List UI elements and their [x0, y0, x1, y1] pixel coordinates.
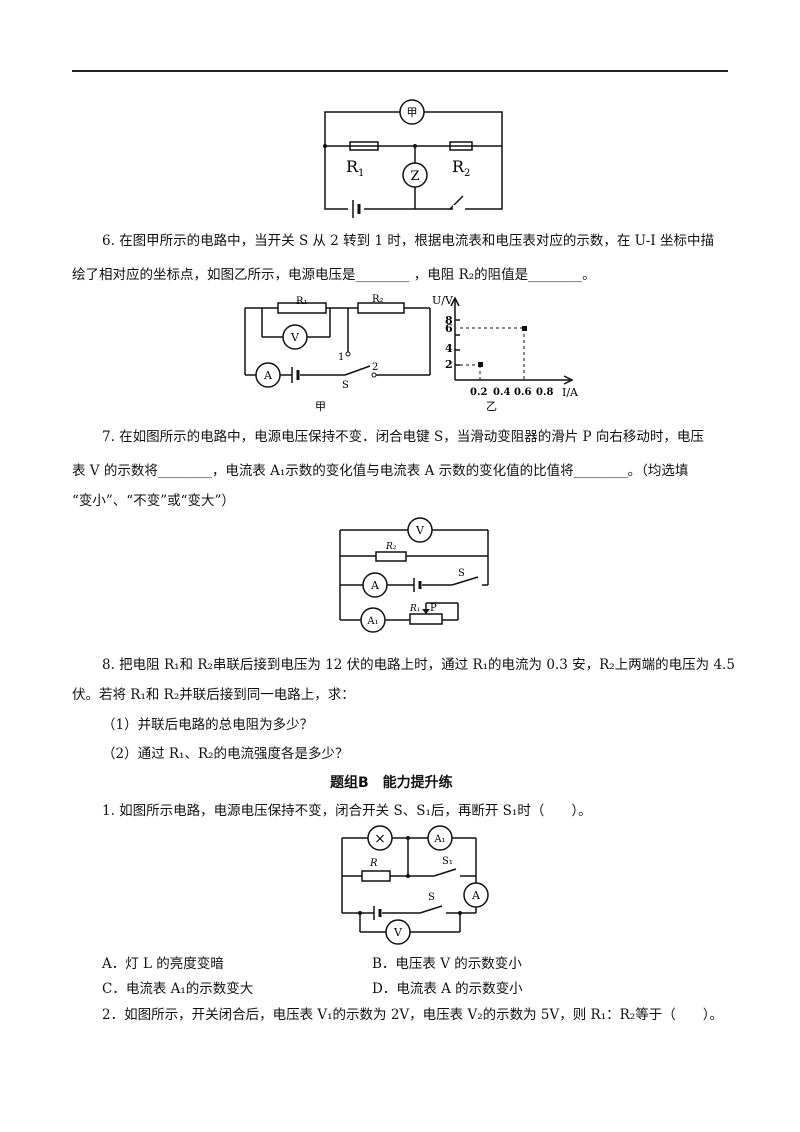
q6-y-tick-8: 8 — [445, 314, 453, 327]
r1-sub: 1 — [358, 168, 364, 179]
q6-r2-label: R₂ — [372, 294, 384, 305]
q7-rslider-label: R₁ — [409, 604, 420, 614]
q6-x-tick-04: 0.4 — [493, 387, 510, 398]
q6-pos2-label: 2 — [372, 362, 378, 373]
circuit-figure-1: 甲 Z R 1 R 2 — [323, 99, 503, 218]
r2-label: R — [452, 157, 465, 176]
q8-line-2: 伏。若将 R₁和 R₂并联后接到同一电路上，求： — [72, 687, 355, 703]
b1-ammeter-label: A — [471, 889, 481, 902]
q6-y-tick-2: 2 — [445, 358, 453, 371]
q7-line-1: 7. 在如图所示的电路中，电源电压保持不变．闭合电键 S，当滑动变阻器的滑片 P… — [102, 429, 704, 445]
b1-switch1-label: S₁ — [442, 856, 453, 867]
b1-switch-label: S — [428, 892, 435, 903]
q6-voltmeter-label: V — [290, 331, 300, 344]
q6-switch-label: S — [342, 380, 349, 391]
header-rule — [72, 70, 728, 72]
q6-line-2: 绘了相对应的坐标点，如图乙所示，电源电压是________ ，电阻 R₂的阻值是… — [72, 267, 596, 283]
b1-voltmeter-label: V — [393, 926, 403, 939]
q6-x-axis-label: I/A — [562, 386, 579, 399]
q7-switch-label: S — [458, 568, 465, 579]
q6-pos1-label: 1 — [338, 352, 344, 363]
b1-option-b: B．电压表 V 的示数变小 — [372, 956, 522, 972]
b1-option-d: D．电流表 A 的示数变小 — [372, 981, 523, 997]
q6-y-tick-6: 6 — [445, 322, 453, 335]
b1-stem: 1. 如图所示电路，电源电压保持不变，闭合开关 S、S₁后，再断开 S₁时（ ）… — [102, 803, 592, 819]
group-b-heading: 题组B 能力提升练 — [330, 775, 453, 791]
q6-caption-right: 乙 — [486, 400, 497, 413]
q6-x-tick-06: 0.6 — [514, 387, 531, 398]
r1-label: R — [346, 157, 359, 176]
q8-sub-2: （2）通过 R₁、R₂的电流强度各是多少？ — [102, 746, 349, 762]
q6-caption-left: 甲 — [315, 400, 326, 413]
b2-stem: 2．如图所示，开关闭合后，电压表 V₁的示数为 2V，电压表 V₂的示数为 5V… — [102, 1007, 723, 1023]
meter-jia-label: 甲 — [407, 106, 418, 119]
meter-z-label: Z — [410, 169, 419, 184]
b1-lamp-label: × — [374, 831, 386, 847]
q6-x-tick-08: 0.8 — [536, 387, 553, 398]
q7-slider-label: P — [430, 603, 437, 614]
q6-r1-label: R₁ — [296, 296, 308, 307]
r2-sub: 2 — [464, 168, 470, 179]
b1-resistor-label: R — [369, 858, 378, 869]
q7-line-2: 表 V 的示数将________，电流表 A₁示数的变化值与电流表 A 示数的变… — [72, 463, 689, 479]
q6-line-1: 6. 在图甲所示的电路中，当开关 S 从 2 转到 1 时，根据电流表和电压表对… — [102, 233, 714, 249]
q7-ammeter1-label: A₁ — [366, 616, 378, 627]
q7-r2-label: R₂ — [385, 542, 397, 552]
b1-circuit-figure: × A₁ R S₁ S A V — [341, 825, 489, 945]
q7-voltmeter-label: V — [415, 524, 425, 537]
q8-line-1: 8. 把电阻 R₁和 R₂串联后接到电压为 12 伏的电路上时，通过 R₁的电流… — [102, 657, 735, 673]
q7-circuit-figure: V R₂ A S A₁ R₁ P — [339, 517, 489, 633]
q6-x-tick-02: 0.2 — [470, 387, 487, 398]
b1-option-a: A．灯 L 的亮度变暗 — [102, 956, 224, 972]
q8-sub-1: （1）并联后电路的总电阻为多少？ — [102, 717, 314, 733]
q7-ammeter-label: A — [370, 579, 380, 592]
q6-y-axis-label: U/V — [432, 294, 454, 307]
b1-option-c: C．电流表 A₁的示数变大 — [102, 981, 254, 997]
q6-circuit-figure: R₁ R₂ V A S 1 2 甲 U/V 8 6 4 2 0.2 0.4 0.… — [244, 294, 579, 413]
q6-ammeter-label: A — [263, 369, 273, 382]
q6-y-tick-4: 4 — [445, 342, 453, 355]
b1-ammeter1-label: A₁ — [433, 834, 445, 845]
q7-line-3: “变小”、“不变”或“变大”） — [72, 493, 235, 509]
